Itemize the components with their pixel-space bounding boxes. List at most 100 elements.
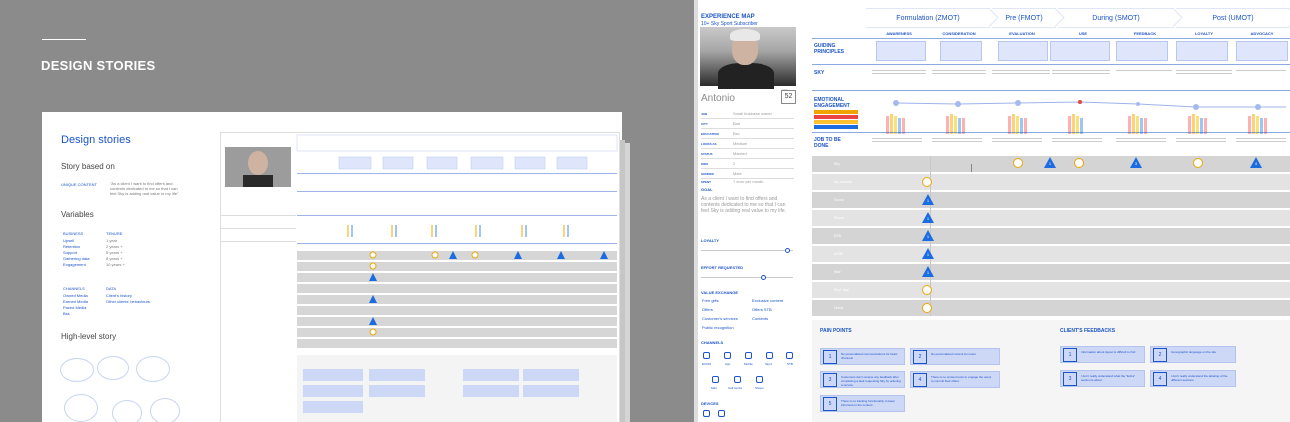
heading-rule: [42, 39, 86, 40]
principle-card: [1236, 41, 1288, 61]
phase-header: Post (UMOT): [1176, 8, 1290, 28]
design-stories-panel: DESIGN STORIES Design stories Story base…: [0, 0, 694, 422]
sub-phase: LOYALTY: [1194, 31, 1213, 36]
channels-item: Owned Media: [63, 293, 88, 298]
channel-row: Phone: [812, 210, 1290, 226]
tenure-label: TENURE: [106, 231, 123, 236]
row-divider: [812, 38, 1290, 39]
channel-label: Shops: [755, 386, 764, 390]
business-item: Gathering data: [63, 256, 90, 261]
mini-experience-map: [220, 132, 620, 422]
job-note: [1236, 136, 1286, 145]
business-item: Upsell: [63, 238, 75, 243]
touchpoint-marker: [1013, 158, 1023, 168]
touchpoint-marker: 3: [1130, 157, 1142, 168]
principle-card: [876, 41, 926, 61]
phase-header: Formulation (ZMOT): [866, 8, 990, 28]
channel-label: Call centre: [728, 386, 743, 390]
emotion-curve: [893, 100, 1286, 110]
row-label: EMOTIONAL ENGAGEMENT: [814, 97, 850, 109]
touchpoint-marker: 1: [1044, 157, 1056, 168]
legend-bar-blue: [814, 125, 858, 129]
row-label: GUIDING PRINCIPLES: [814, 43, 845, 55]
job-note: [932, 136, 982, 145]
touchpoint-marker: 4: [1250, 157, 1262, 168]
sky-note: [1236, 68, 1286, 77]
sub-phase: AWARENESS: [886, 31, 912, 36]
channel-row: Sky+ app: [812, 282, 1290, 298]
sub-phase: USE: [1078, 31, 1088, 36]
device-icon: [718, 410, 725, 417]
touchpoint-marker: [922, 177, 932, 187]
value-exchange-item: Offers: [702, 307, 713, 312]
channels-label: CHANNELS: [63, 286, 85, 291]
channel-label: App: [725, 362, 731, 366]
touchpoint-marker: 1: [922, 248, 934, 259]
job-note: [872, 136, 922, 145]
legend-bar-yellow: [814, 120, 858, 124]
effort-slider: [701, 275, 793, 280]
touchpoint-marker: [1193, 158, 1203, 168]
business-item: Engagement: [63, 262, 86, 267]
data-label: DATA: [106, 286, 117, 291]
sub-phase: ADVOCACY: [1250, 31, 1274, 36]
profile-field: SPENT? euro per month: [701, 179, 764, 184]
emotion-bars: [886, 114, 1267, 134]
touchpoint-marker: 1: [922, 194, 934, 205]
sky-note: [992, 68, 1050, 77]
story-bubble: [112, 400, 142, 422]
data-item: Client's history: [106, 293, 132, 298]
sky-note: [1176, 68, 1232, 77]
channel-label: ECOM: [702, 362, 711, 366]
legend-bar-orange: [814, 110, 858, 114]
principle-card: [940, 41, 982, 61]
goal-label: GOAL: [701, 187, 713, 192]
tenure-item: 2 years +: [106, 244, 123, 249]
sky-note: [872, 68, 926, 77]
story-bubble: [150, 398, 180, 422]
device-icon: [703, 410, 710, 417]
row-divider: [812, 64, 1290, 65]
principle-card: [1050, 41, 1110, 61]
job-note: [1116, 136, 1166, 145]
sub-phase: FEEDBACK: [1133, 31, 1157, 36]
story-bubble: [64, 394, 98, 422]
story-bubble: [60, 358, 94, 382]
call-centre-icon: [734, 376, 741, 383]
channel-row: My account: [812, 174, 1290, 190]
mini-map-illustration: [221, 133, 618, 422]
sky-note: [1052, 68, 1110, 77]
persona-photo: [700, 27, 796, 89]
channel-label: Mobile: [744, 362, 753, 366]
goal-text: As a client I want to find offers and co…: [701, 196, 787, 214]
legend-bar-red: [814, 115, 858, 119]
tenure-item: 1 year: [106, 238, 118, 243]
app-icon: [724, 352, 731, 359]
loyalty-label: LOYALTY: [701, 238, 720, 243]
sky-it-icon: [766, 352, 773, 359]
touchpoint-marker: [922, 303, 932, 313]
value-exchange-item: Free gifts: [702, 298, 719, 303]
channel-label: Sky.it: [765, 362, 773, 366]
channel-label: Mail: [711, 386, 717, 390]
journey-map: Formulation (ZMOT) Pre (FMOT) During (SM…: [806, 0, 1290, 422]
unique-content-quote: "As a client I want to find offers and c…: [110, 181, 179, 196]
channels-label: CHANNELS: [701, 340, 724, 345]
value-exchange-item: Public recognition: [702, 325, 734, 330]
flow-line: [971, 164, 972, 172]
stb-icon: [786, 352, 793, 359]
value-exchange-item: Offers STB: [752, 307, 772, 312]
phase-header: Pre (FMOT): [992, 8, 1056, 28]
touchpoint-marker: [1074, 158, 1084, 168]
tenure-item: 5 years +: [106, 250, 123, 255]
